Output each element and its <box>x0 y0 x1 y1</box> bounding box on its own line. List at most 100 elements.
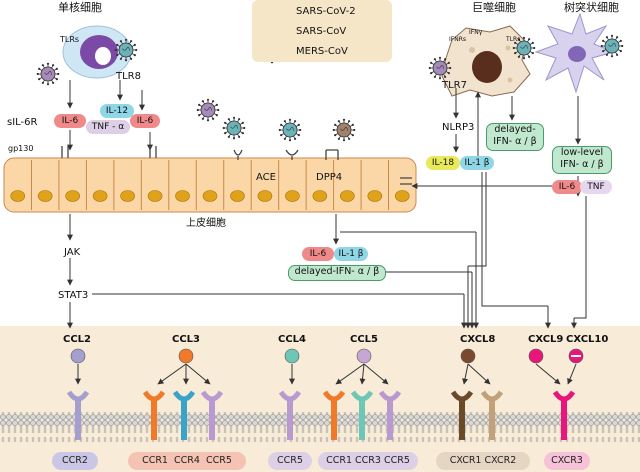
arrow <box>359 363 366 385</box>
ccr1-receptor <box>322 390 346 440</box>
epithelial-nucleus <box>147 190 163 202</box>
dc-tnf-chip: TNF <box>580 180 612 194</box>
legend-item: SARS-CoV <box>296 26 347 37</box>
epithelial-cell-label: 上皮细胞 <box>186 218 226 229</box>
dendritic-cell-label: 树突状细胞 <box>564 1 619 14</box>
mid-delayed-ifn-box: delayed-IFN- α / β <box>288 265 386 281</box>
legend-item: SARS-CoV-2 <box>296 6 356 17</box>
il6-left-chip: IL-6 <box>54 114 86 128</box>
epithelial-nucleus <box>367 190 383 202</box>
ccr2-receptor <box>66 390 90 440</box>
ccl5-bubble <box>356 348 372 364</box>
epithelial-nucleus <box>394 190 410 202</box>
ccr5-receptor <box>200 390 224 440</box>
epithelial-nucleus <box>340 190 355 202</box>
mid-il1b-chip: IL-1 β <box>334 247 368 261</box>
epithelial-nucleus <box>120 190 135 202</box>
arrow <box>157 363 187 385</box>
tlr7-label: TLR7 <box>442 80 467 91</box>
epithelial-nucleus <box>10 190 26 202</box>
ccr2-pill: CCR2 <box>52 452 98 470</box>
nlrp3-label: NLRP3 <box>442 122 475 133</box>
cxcr3-receptor <box>552 390 576 440</box>
arrow <box>535 363 561 385</box>
ccr3-receptor <box>350 390 374 440</box>
extracellular-region <box>0 326 640 472</box>
ifnrs-label: IFNRs <box>449 36 467 43</box>
cell-membrane <box>0 412 640 442</box>
epithelial-nucleus <box>312 190 328 202</box>
gp130-label: gp130 <box>8 144 34 153</box>
ccl3-bubble <box>178 348 194 364</box>
connector-line <box>574 196 587 319</box>
il6-right-chip: IL-6 <box>130 114 160 128</box>
arrow <box>567 363 577 385</box>
dpp4-label: DPP4 <box>316 172 343 183</box>
arrows <box>67 80 587 385</box>
epithelial-nucleus <box>257 190 273 202</box>
il18-chip: IL-18 <box>426 156 460 170</box>
epithelial-receptors <box>61 146 412 185</box>
ace-label: ACE <box>256 172 276 183</box>
cxcr3-pill: CXCR3 <box>544 452 590 470</box>
sars-cov-2-icon <box>196 98 220 122</box>
dc-il6-chip: IL-6 <box>552 180 582 194</box>
sil6r-label: sIL-6R <box>7 117 38 128</box>
arrow <box>462 363 469 385</box>
epithelial-nucleus <box>230 190 245 202</box>
ccl5-label: CCL5 <box>350 334 379 345</box>
il1b-chip: IL-1 β <box>460 156 494 170</box>
cxcl9-bubble <box>528 348 544 364</box>
virus-legend: SARS-CoV-2 SARS-CoV MERS-CoV <box>252 0 392 62</box>
ccr5-receptor <box>378 390 402 440</box>
epithelial-nucleus <box>65 190 80 202</box>
epithelial-nucleus <box>37 190 53 202</box>
lowlevel-ifn-box: low-level IFN- α / β <box>552 146 612 174</box>
monocyte-cell <box>62 25 132 79</box>
stat3-label: STAT3 <box>58 290 89 301</box>
ccl2-label: CCL2 <box>63 334 92 345</box>
macrophage-label: 巨噬细胞 <box>472 1 516 14</box>
monocyte-label: 单核细胞 <box>58 1 102 14</box>
sars-cov-2-icon <box>36 62 60 86</box>
ccl4-label: CCL4 <box>278 334 307 345</box>
sars-cov-icon <box>114 38 138 62</box>
epithelial-cells <box>10 160 410 210</box>
ccr1-receptor <box>142 390 166 440</box>
tlr8-label: TLR8 <box>116 71 141 82</box>
il12-chip: IL-12 <box>100 104 134 118</box>
dendritic-cell <box>534 12 616 94</box>
epithelial-nucleus <box>202 190 218 202</box>
sars-cov-icon <box>512 36 536 60</box>
cxcr-group-pill: CXCR1 CXCR2 <box>436 452 530 470</box>
cxcl8-label: CXCL8 <box>460 334 496 345</box>
arrow <box>335 363 365 385</box>
macrophage-tlrs-label: TLRs <box>506 36 521 43</box>
jak-label: JAK <box>64 247 81 258</box>
arrow <box>185 363 211 385</box>
epithelial-layer <box>3 157 417 213</box>
sars-cov-2-icon <box>428 56 452 80</box>
tnf-chip: TNF - α <box>86 120 130 134</box>
epithelial-nucleus <box>285 190 300 202</box>
sars-cov-icon <box>222 116 246 140</box>
arrow <box>363 363 389 385</box>
connector-line <box>468 172 487 267</box>
ccl3-label: CCL3 <box>172 334 201 345</box>
arrow <box>467 363 491 385</box>
macrophage-delayed-ifn-box: delayed- IFN- α / β <box>486 123 544 151</box>
legend-item: MERS-CoV <box>296 46 348 57</box>
cxcl8-bubble <box>460 348 476 364</box>
cxcr2-receptor <box>480 390 504 440</box>
ccl4-bubble <box>284 348 300 364</box>
cxcl9-label: CXCL9 <box>528 334 564 345</box>
ccr5-pill: CCR5 <box>268 452 312 470</box>
mid-il6-chip: IL-6 <box>302 247 334 261</box>
cxcr1-receptor <box>450 390 474 440</box>
connector-line <box>481 172 548 307</box>
ccr-group-2-pill: CCR1 CCR3 CCR5 <box>318 452 418 470</box>
epithelial-nucleus <box>92 190 108 202</box>
mers-cov-icon <box>332 118 356 142</box>
sars-cov-icon <box>278 118 302 142</box>
tlrs-label: TLRs <box>60 35 80 44</box>
